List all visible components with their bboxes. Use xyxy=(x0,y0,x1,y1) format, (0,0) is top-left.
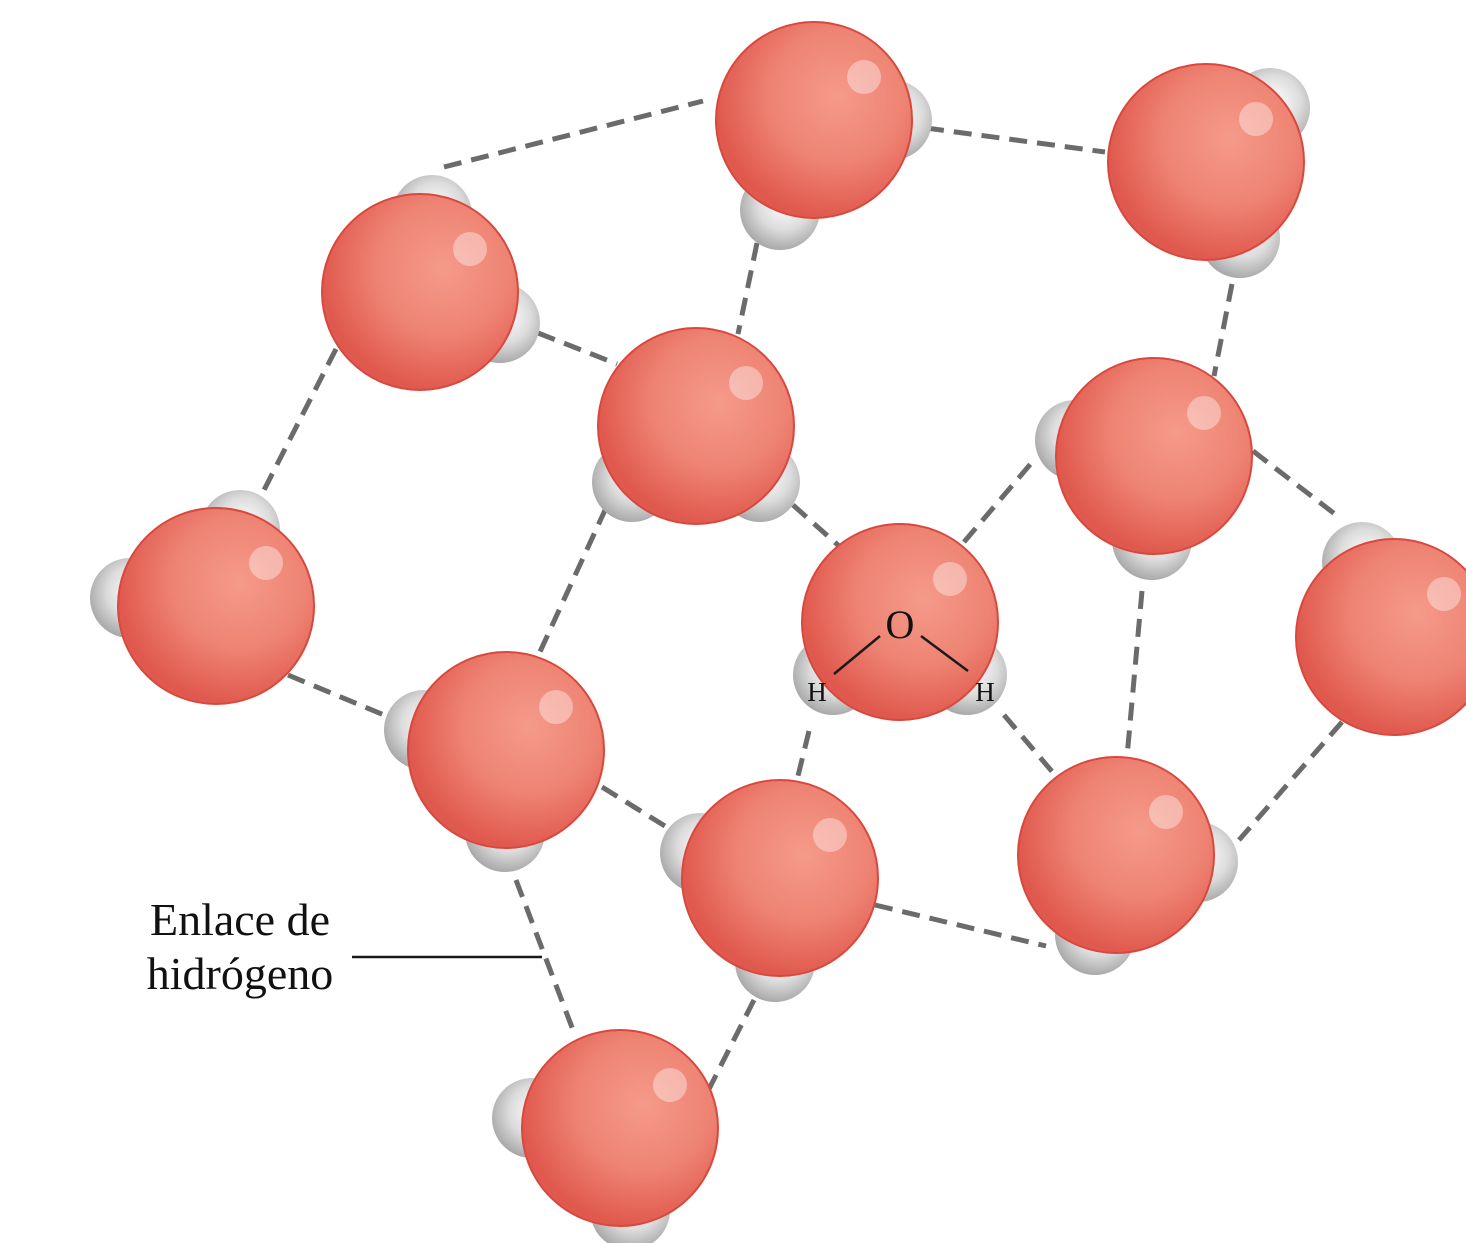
oxygen-highlight xyxy=(933,562,967,596)
oxygen-atom xyxy=(597,327,795,525)
oxygen-label: O xyxy=(886,602,915,647)
oxygen-highlight xyxy=(1187,396,1221,430)
hydrogen-bonds xyxy=(260,98,1344,1095)
water-molecule xyxy=(1295,522,1466,736)
water-molecule xyxy=(1107,63,1310,278)
hydrogen-bond-line xyxy=(443,98,704,170)
water-molecule xyxy=(660,779,879,1002)
oxygen-highlight xyxy=(653,1068,687,1102)
water-molecule xyxy=(321,175,540,391)
hydrogen-label-right: H xyxy=(975,677,995,707)
caption-line-2: hidrógeno xyxy=(146,948,334,999)
oxygen-atom xyxy=(801,523,999,721)
oxygen-highlight xyxy=(249,546,283,580)
hydrogen-bond-line xyxy=(537,330,618,367)
oxygen-highlight xyxy=(847,60,881,94)
hydrogen-bond-line xyxy=(794,730,812,781)
hydrogen-bond-line xyxy=(1251,449,1342,520)
oxygen-highlight xyxy=(539,690,573,724)
oxygen-highlight xyxy=(1239,102,1273,136)
caption-line-1: Enlace de xyxy=(149,894,331,945)
hydrogen-bond-line xyxy=(530,506,609,669)
hydrogen-bond-line xyxy=(735,242,760,335)
water-molecule xyxy=(1035,357,1253,580)
o-h-bond-left xyxy=(833,635,881,675)
hydrogen-bond-line xyxy=(962,458,1036,544)
hydrogen-bond-line xyxy=(513,879,576,1031)
water-molecule xyxy=(592,327,800,525)
water-molecule xyxy=(492,1029,719,1243)
water-molecule xyxy=(793,523,1007,721)
oxygen-atom xyxy=(1055,357,1253,555)
oxygen-atom xyxy=(715,21,913,219)
oxygen-atom xyxy=(1295,538,1466,736)
hydrogen-bond-line xyxy=(260,347,339,494)
hydrogen-bond-line xyxy=(925,125,1106,155)
water-molecule xyxy=(384,651,605,872)
water-molecule xyxy=(90,490,315,705)
hydrogen-bond-line xyxy=(704,998,757,1095)
oxygen-highlight xyxy=(1427,577,1461,611)
hydrogen-bond-line xyxy=(791,503,841,548)
oxygen-highlight xyxy=(1149,795,1183,829)
hydrogen-bond-line xyxy=(1237,720,1344,842)
hydrogen-bond-line xyxy=(600,784,670,831)
oxygen-highlight xyxy=(813,818,847,852)
oxygen-highlight xyxy=(729,366,763,400)
hydrogen-bond-line xyxy=(874,902,1047,949)
hydrogen-bond-line xyxy=(1211,283,1235,377)
hydrogen-bond-caption: Enlace de hidrógeno xyxy=(120,893,360,1001)
water-formula-labels: O H H xyxy=(807,602,995,707)
oxygen-atom xyxy=(1107,63,1305,261)
hydrogen-bond-line xyxy=(1002,713,1057,777)
oxygen-atom xyxy=(407,651,605,849)
oxygen-atom xyxy=(681,779,879,977)
hydrogen-label-left: H xyxy=(807,677,827,707)
oxygen-atom xyxy=(117,507,315,705)
o-h-bond-right xyxy=(920,634,969,673)
oxygen-atom xyxy=(1017,756,1215,954)
hydrogen-bond-line xyxy=(1124,590,1145,758)
hydrogen-bond-line xyxy=(287,672,385,718)
oxygen-highlight xyxy=(453,232,487,266)
water-molecule xyxy=(1017,756,1238,975)
oxygen-atom xyxy=(321,193,519,391)
water-molecule xyxy=(715,21,932,250)
water-molecules xyxy=(90,21,1466,1243)
oxygen-atom xyxy=(521,1029,719,1227)
